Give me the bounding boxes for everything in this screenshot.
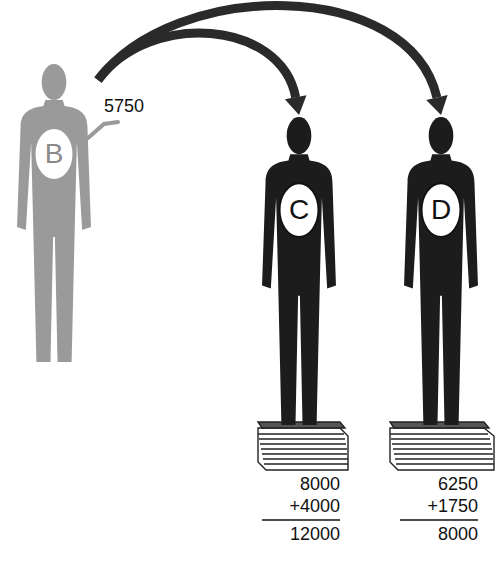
sum-figure: 8000 — [438, 524, 478, 544]
curved-arrow — [98, 6, 448, 115]
person-figure: C — [255, 115, 343, 425]
figure-letter: D — [397, 195, 485, 225]
sum-figure: 8000 — [300, 474, 340, 494]
figure-letter: B — [10, 139, 98, 169]
person-figure: B — [10, 62, 98, 362]
person-figure: D — [397, 115, 485, 425]
paper-stack — [258, 422, 348, 470]
sum-figure: 6250 — [438, 474, 478, 494]
sum-figure: +1750 — [427, 496, 478, 516]
sum-figure: +4000 — [289, 496, 340, 516]
sum-rule — [400, 519, 478, 521]
person-figure — [397, 115, 485, 425]
paper-stack — [390, 422, 494, 470]
person-figure — [255, 115, 343, 425]
sum-figure: 12000 — [290, 524, 340, 544]
figure-letter: C — [255, 195, 343, 225]
amount-label: 5750 — [104, 96, 144, 116]
person-figure — [10, 62, 98, 362]
hand-pointer — [88, 122, 118, 138]
sum-rule — [262, 519, 340, 521]
